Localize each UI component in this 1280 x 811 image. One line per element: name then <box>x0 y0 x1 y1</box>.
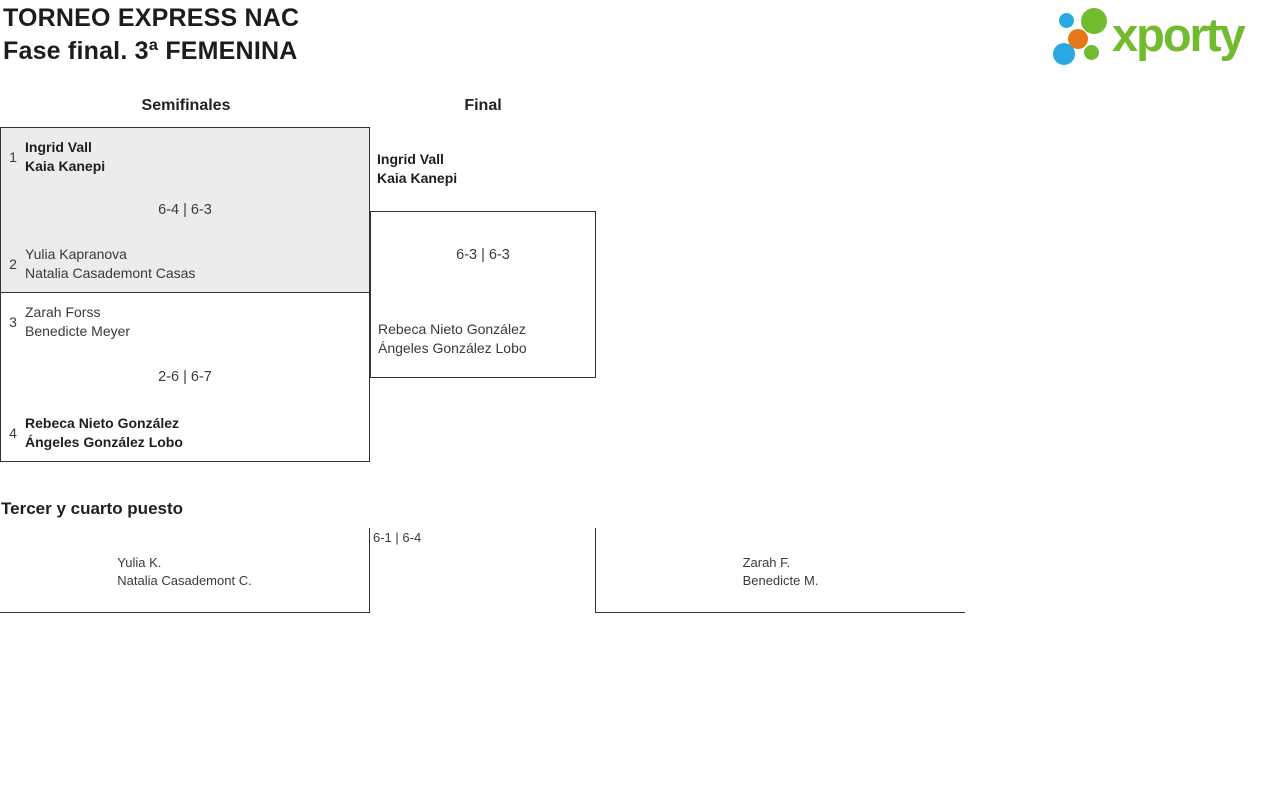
player-name: Ángeles González Lobo <box>25 434 183 450</box>
player-name: Yulia Kapranova <box>25 246 127 262</box>
player-name: Kaia Kanepi <box>25 158 106 174</box>
player-name: Zarah Forss <box>25 304 101 320</box>
player-name: Benedicte M. <box>742 572 819 588</box>
team-players: Ingrid Vall Kaia Kanepi <box>25 138 105 176</box>
match-score: 6-3 | 6-3 <box>456 247 510 263</box>
header: TORNEO EXPRESS NAC Fase final. 3ª FEMENI… <box>3 2 299 68</box>
match-semifinal-2: 3 Zarah Forss Benedicte Meyer 2-6 | 6-7 … <box>0 292 370 462</box>
match-score: 6-4 | 6-3 <box>158 202 212 218</box>
page-subtitle: Fase final. 3ª FEMENINA <box>3 37 298 65</box>
player-name: Ingrid Vall <box>25 139 92 155</box>
final-winner-team: Ingrid Vall Kaia Kanepi <box>377 150 457 188</box>
match-score: 2-6 | 6-7 <box>158 369 212 385</box>
team-row: 3 Zarah Forss Benedicte Meyer <box>1 303 369 341</box>
round-header-final: Final <box>464 97 502 114</box>
match-final: 6-3 | 6-3 Rebeca Nieto González Ángeles … <box>370 211 596 378</box>
logo-dot-icon <box>1059 13 1074 28</box>
xporty-logo[interactable]: xporty <box>1048 0 1280 72</box>
seed-label: 2 <box>9 256 17 272</box>
team-row: 2 Yulia Kapranova Natalia Casademont Cas… <box>1 245 369 283</box>
player-name: Natalia Casademont Casas <box>25 265 196 281</box>
seed-label: 3 <box>9 314 17 330</box>
match-score: 6-1 | 6-4 <box>373 530 422 545</box>
team-players: Yulia K. Natalia Casademont C. <box>117 554 251 589</box>
round-header-semifinals: Semifinales <box>141 97 231 114</box>
match-third-place-team-2: Zarah F. Benedicte M. <box>595 528 965 613</box>
team-players: Zarah Forss Benedicte Meyer <box>25 303 130 341</box>
logo-dot-icon <box>1081 8 1107 34</box>
player-name: Rebeca Nieto González <box>378 321 526 337</box>
player-name: Rebeca Nieto González <box>25 415 180 431</box>
logo-dot-icon <box>1068 29 1088 49</box>
third-place-heading: Tercer y cuarto puesto <box>1 499 184 518</box>
player-name: Ingrid Vall <box>377 151 444 167</box>
team-players: Zarah F. Benedicte M. <box>743 554 819 589</box>
final-bottom-team: Rebeca Nieto González Ángeles González L… <box>378 320 527 358</box>
player-name: Kaia Kanepi <box>377 170 458 186</box>
seed-label: 1 <box>9 149 17 165</box>
team-row: 1 Ingrid Vall Kaia Kanepi <box>1 138 369 176</box>
player-name: Benedicte Meyer <box>25 323 131 339</box>
logo-dot-icon <box>1053 43 1075 65</box>
player-name: Yulia K. <box>117 555 162 570</box>
player-name: Natalia Casademont C. <box>117 572 252 588</box>
team-players: Rebeca Nieto González Ángeles González L… <box>25 414 183 452</box>
logo-wordmark: xporty <box>1112 8 1246 61</box>
page-title: TORNEO EXPRESS NAC <box>3 4 300 32</box>
player-name: Ángeles González Lobo <box>378 340 527 356</box>
match-third-place-team-1: Yulia K. Natalia Casademont C. <box>0 528 370 613</box>
logo-dot-icon <box>1084 45 1099 60</box>
match-semifinal-1: 1 Ingrid Vall Kaia Kanepi 6-4 | 6-3 2 Yu… <box>0 127 370 293</box>
team-row: 4 Rebeca Nieto González Ángeles González… <box>1 414 369 452</box>
player-name: Zarah F. <box>742 555 791 570</box>
seed-label: 4 <box>9 425 17 441</box>
team-players: Yulia Kapranova Natalia Casademont Casas <box>25 245 195 283</box>
